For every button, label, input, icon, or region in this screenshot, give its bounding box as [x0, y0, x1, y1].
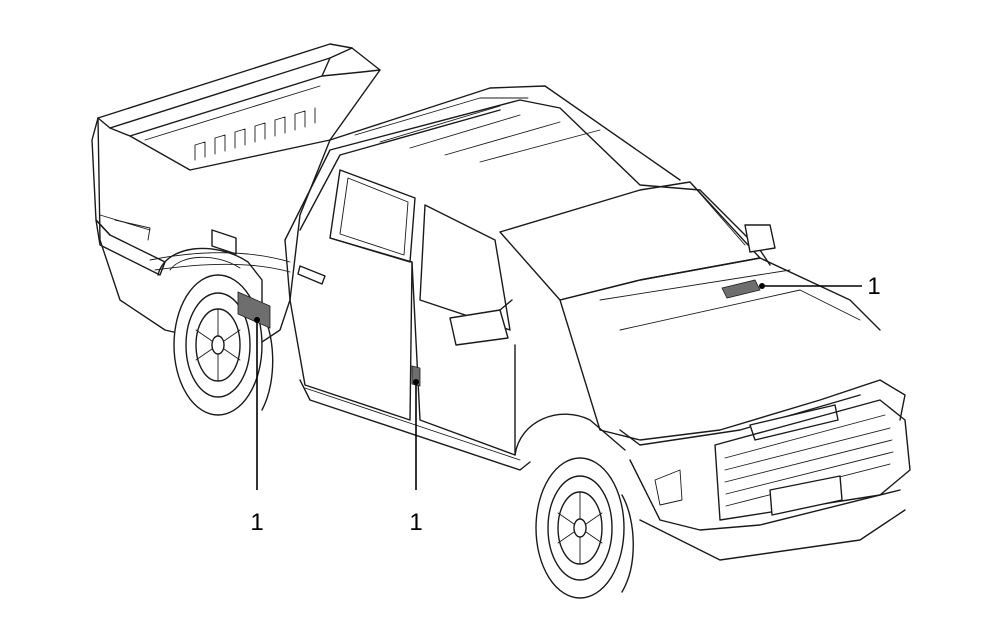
callout-leaders: [254, 283, 862, 490]
pickup-truck-illustration: [91, 43, 911, 599]
leader-dot-b-pillar: [413, 379, 419, 385]
label-patch-windshield: [721, 279, 761, 299]
callout-numbers: 1 1 1: [250, 273, 880, 536]
callout-number-b-pillar: 1: [409, 509, 422, 536]
leader-dot-windshield: [759, 283, 765, 289]
callout-number-rear-fender: 1: [250, 509, 263, 536]
label-patch-rear-fender: [237, 291, 271, 329]
callout-number-windshield: 1: [867, 273, 880, 300]
leader-dot-rear-fender: [254, 317, 260, 323]
